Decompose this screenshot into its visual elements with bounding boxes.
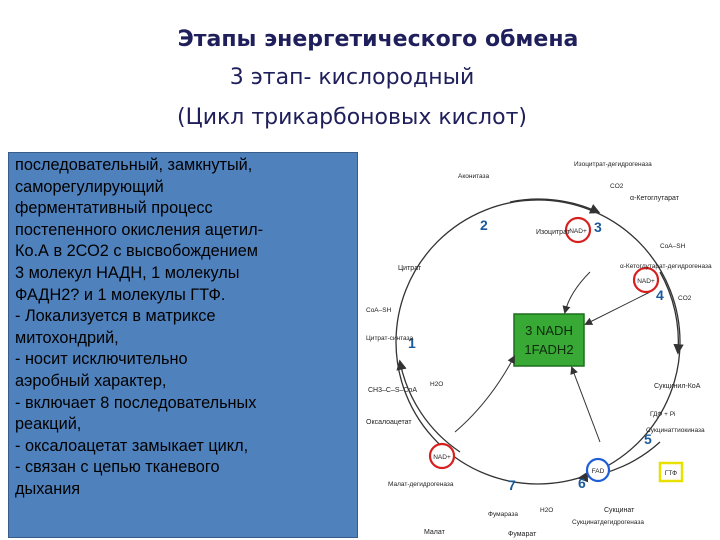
krebs-cycle-diagram: 3 NADH 1FADH2 1 2 3 4 5 6 7 8 NAD+ NAD+ … [366,161,712,538]
description-line: реакций, [15,415,82,434]
title-line-2: 3 этап- кислородный [229,65,475,90]
enzyme-label: α-Кетоглутарат-дегидрогеназа [620,263,712,270]
fad-label: FAD [592,468,605,475]
metabolite-label: α-Кетоглутарат [630,195,680,202]
title-line-3: (Цикл трикарбоновых кислот) [177,105,527,130]
enzyme-label: Изоцитрат-дегидрогеназа [574,161,652,168]
gtp-label: ГТФ [665,470,677,477]
step-number: 2 [480,217,488,233]
description-line: - носит исключительно [15,350,188,369]
center-arrow [570,366,601,443]
step-number: 5 [644,431,652,447]
h2o-label: H2O [540,507,553,514]
cycle-arrow [396,359,461,453]
step-number: 7 [508,477,516,493]
metabolite-label: Сукцинат [604,507,635,514]
center-arrow [562,271,591,314]
description-line: митохондрий, [15,328,119,347]
description-line: аэробный характер, [15,371,167,390]
description-line: - оксалоацетат замыкает цикл, [15,436,249,455]
metabolite-label: Малат [424,529,446,536]
nad-ring [632,266,660,294]
enzyme-label: Цитрат-синтаза [366,335,414,342]
nad-ring [428,442,456,470]
metabolite-label: Фумарат [508,531,537,538]
co2-label: CO2 [610,183,624,190]
enzyme-label: Малат-дегидрогеназа [388,481,454,488]
enzyme-label: Фумараза [488,511,518,518]
metabolite-label: Цитрат [398,265,422,272]
h2o-label: H2O [430,381,443,388]
step-number: 1 [408,335,416,351]
enzyme-label: Сукцинатдегидрогеназа [572,519,644,526]
description-box: последовательный, замкнутый, саморегулир… [8,152,358,538]
description-line: саморегулирующий [15,177,164,196]
description-line: дыхания [15,479,81,498]
nad-ring [564,216,592,244]
co2-label: CO2 [678,295,692,302]
coa-sh-label: CoA–SH [366,307,392,314]
description-line: - включает 8 последовательных [15,393,257,412]
cycle-ring [395,199,681,485]
enzyme-label: Сукцинаттиокиназа [646,427,705,434]
nad-label: NAD+ [433,454,451,461]
center-arrow [454,355,515,433]
step-number: 6 [578,475,586,491]
title-line-1: Этапы энергетического обмена [177,27,579,52]
gdp-label: ГДФ + Pi [650,411,675,418]
coa-sh-label: CoA–SH [660,243,686,250]
metabolite-label: Оксалоацетат [366,419,412,426]
center-fadh2: 1FADH2 [524,342,573,357]
nad-label: NAD+ [637,278,655,285]
center-nadh: 3 NADH [525,323,573,338]
description-line: - связан с цепью тканевого [15,458,220,477]
enzyme-label: Аконитаза [458,173,490,180]
metabolite-label: Изоцитрат [536,229,571,236]
nad-label: NAD+ [569,228,587,235]
description-line: постепенного окисления ацетил- [15,220,263,239]
description-line: Ко.А в 2СО2 с высвобождением [15,242,258,261]
cycle-arrow [509,198,601,214]
metabolite-label: Сукцинил-КоА [654,383,701,390]
step-number: 4 [656,287,664,303]
description-line: 3 молекул НАДН, 1 молекулы [15,263,240,282]
fad-ring [585,457,611,483]
description-line: ферментативный процесс [15,199,213,218]
metabolite-label: CH3–C–S–CoA [368,387,417,394]
center-arrow [584,291,651,325]
description-line: последовательный, замкнутый, [15,156,253,174]
cycle-arrow [659,271,684,355]
step-number: 3 [594,219,602,235]
description-line: ФАДН2? и 1 молекулы ГТФ. [15,285,226,304]
center-box [513,313,585,367]
gtp-box [658,461,684,483]
description-line: - Локализуется в матриксе [15,307,216,326]
